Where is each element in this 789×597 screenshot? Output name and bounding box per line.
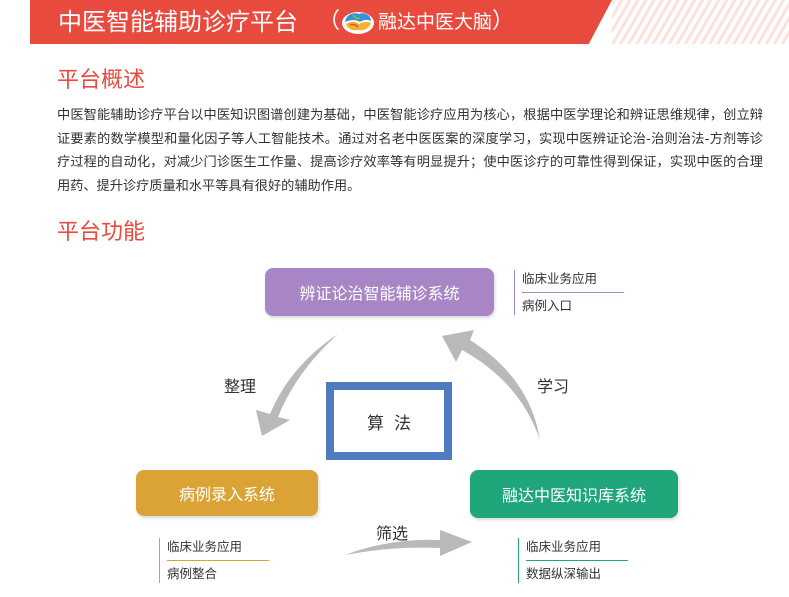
- edge-label-learn: 学习: [537, 377, 570, 396]
- overview-heading: 平台概述: [57, 68, 146, 93]
- list-item: 临床业务应用: [522, 271, 598, 286]
- page-title: 中医智能辅助诊疗平台: [58, 8, 298, 36]
- brain-icon: [342, 12, 374, 34]
- header-stripe-decoration: [612, 0, 789, 44]
- edge-label-organize: 整理: [224, 377, 257, 396]
- algorithm-box: 算法: [326, 382, 452, 460]
- list-item: 病例整合: [167, 566, 218, 581]
- arrow-top-to-left: [256, 334, 338, 436]
- overview-paragraph: 中医智能辅助诊疗平台以中医知识图谱创建为基础，中医智能诊疗应用为核心，根据中医学…: [57, 108, 763, 194]
- edge-label-filter: 筛选: [376, 524, 409, 543]
- brand-name: 融达中医大脑: [378, 11, 493, 33]
- arrow-right-to-top: [442, 330, 540, 440]
- arrow-left-to-right: [345, 530, 472, 556]
- list-item: 临床业务应用: [167, 539, 243, 554]
- top-node-details: 临床业务应用 病例入口: [514, 268, 624, 317]
- node-knowledge-base-system-label: 融达中医知识库系统: [501, 486, 646, 505]
- header-banner: [30, 0, 612, 44]
- algorithm-label: 算法: [367, 413, 421, 434]
- list-item: 数据纵深输出: [526, 566, 602, 581]
- node-case-entry-system-label: 病例录入系统: [178, 485, 275, 504]
- node-case-entry-system: 病例录入系统: [136, 470, 318, 516]
- brand-paren-close: ）: [492, 9, 515, 34]
- list-item: 临床业务应用: [526, 539, 602, 554]
- list-item: 病例入口: [522, 298, 573, 313]
- node-knowledge-base-system: 融达中医知识库系统: [470, 470, 678, 518]
- node-diagnosis-system: 辨证论治智能辅诊系统: [265, 268, 494, 316]
- right-node-details: 临床业务应用 数据纵深输出: [518, 536, 628, 585]
- left-node-details: 临床业务应用 病例整合: [159, 536, 269, 585]
- functions-heading: 平台功能: [57, 220, 146, 245]
- node-diagnosis-system-label: 辨证论治智能辅诊系统: [299, 284, 460, 303]
- brand-paren-open: （: [318, 9, 341, 34]
